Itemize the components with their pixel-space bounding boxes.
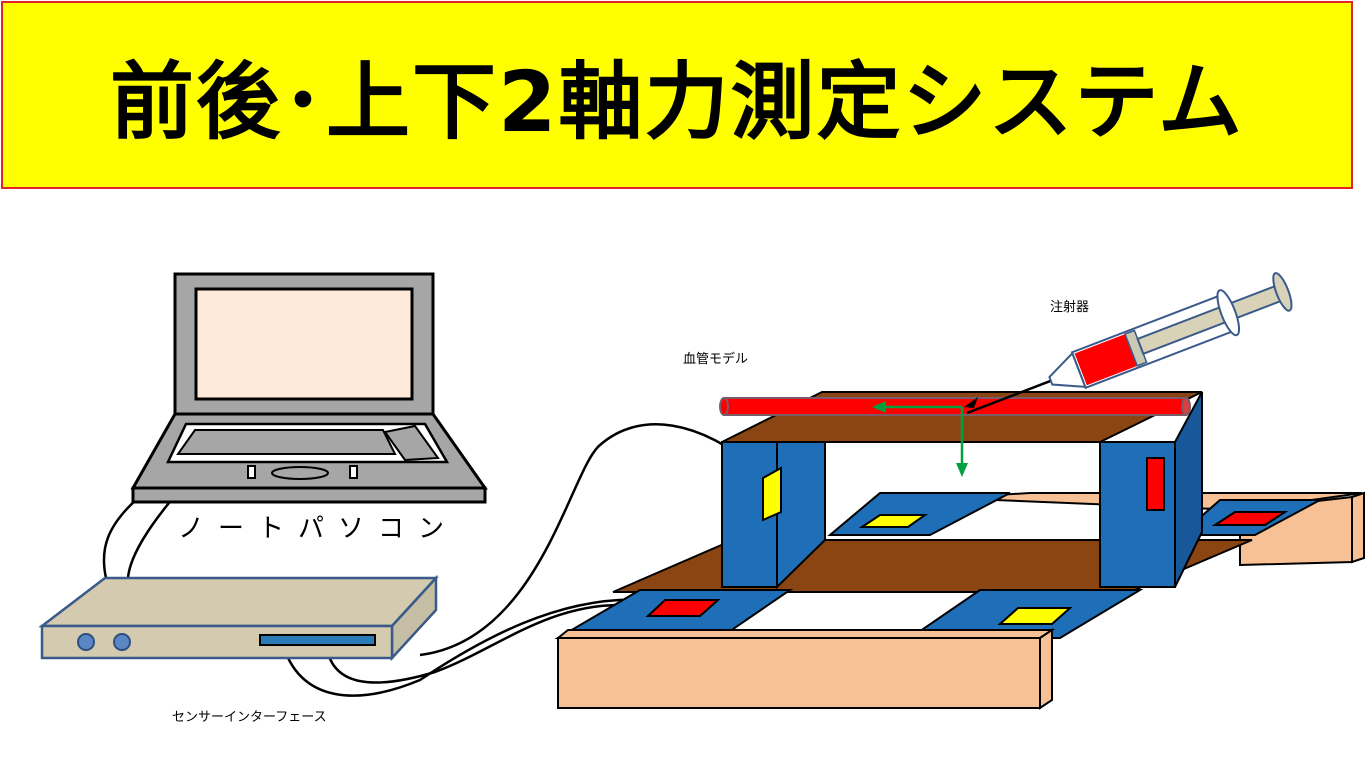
syringe-thumb-rest [1272, 272, 1293, 312]
wood-beam-back-end [1351, 491, 1365, 564]
laptop-icon [130, 272, 488, 504]
interface-label: センサーインターフェース [172, 710, 327, 725]
laptop-screen [194, 287, 414, 401]
gauge-yellow-back-left [858, 514, 929, 528]
gauge-yellow-front-right [997, 607, 1073, 625]
syringe-flange [1216, 289, 1241, 337]
gauge-red-front-left [645, 599, 721, 617]
laptop-keyboard-keys [383, 424, 440, 462]
sensor-interface-box [38, 574, 439, 662]
syringe-needle [966, 379, 1052, 415]
wood-beam-front-face [557, 637, 1041, 709]
vessel-end-left [719, 397, 729, 416]
laptop-keyboard-inner [176, 429, 397, 455]
gauge-yellow-left-wall [762, 466, 782, 522]
interface-knob-2 [113, 633, 131, 651]
needle-tip-arrowhead [964, 397, 978, 408]
laptop-port-right [349, 465, 358, 479]
laptop-touchpad [271, 466, 329, 480]
laptop-cable-1 [102, 491, 146, 579]
wood-beam-front-end [1039, 628, 1053, 710]
laptop-port-left [247, 465, 256, 479]
vessel-label: 血管モデル [683, 351, 748, 367]
interface-connector [259, 634, 376, 646]
laptop-cable-2 [126, 491, 179, 579]
syringe-label: 注射器 [1050, 299, 1089, 315]
force-arrow-vertical-head [956, 463, 968, 477]
sensor-cable-2 [324, 603, 621, 684]
laptop-label: ノートパソコン [178, 514, 458, 544]
force-arrow-horizontal-head [872, 401, 886, 413]
laptop-base-front [131, 486, 487, 504]
force-arrows [872, 397, 978, 477]
wood-beam-front-top [555, 629, 1056, 639]
test-rig [554, 391, 1365, 710]
syringe-fluid [1074, 334, 1138, 386]
sensor-cable-3 [419, 423, 759, 657]
gauge-red-back-right [1211, 511, 1289, 526]
sensor-cable-1 [280, 598, 646, 697]
syringe-icon [966, 272, 1293, 415]
frame-left-wall-side [776, 441, 826, 590]
gauge-red-right-wall [1146, 457, 1165, 511]
page-title: 前後･上下2軸力測定システム [110, 52, 1244, 151]
interface-knob-1 [77, 633, 95, 651]
interface-top [38, 576, 439, 628]
title-banner: 前後･上下2軸力測定システム [1, 1, 1353, 189]
vessel-end-right [1181, 397, 1191, 416]
